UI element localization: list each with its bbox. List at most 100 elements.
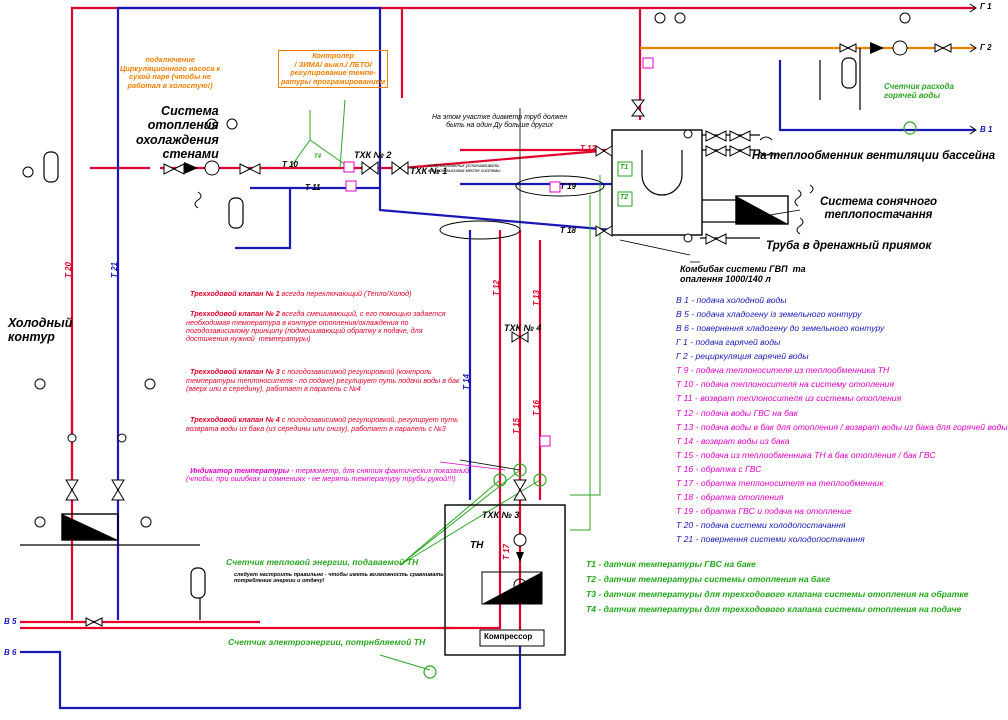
pipe-label-t17: Т 17 bbox=[502, 543, 511, 560]
controller-note: Контролер / ЗИМА/ выкл./ ЛЕТО/ регулиров… bbox=[278, 50, 389, 89]
pipe-label-b1: В 1 bbox=[980, 125, 993, 134]
legend-line: В 6 - повернення хладогену до земельного… bbox=[676, 323, 885, 334]
legend-line: Т 20 - подача системи холодопостачання bbox=[676, 520, 846, 530]
check-valve-icon bbox=[870, 42, 884, 54]
ventilation-hx-title: На теплообменник вентиляции бассейна bbox=[752, 150, 996, 162]
legend-line: Т 15 - подача из теплообменника ТН в бак… bbox=[676, 449, 936, 460]
pipe-label-t12v: Т 12 bbox=[492, 279, 501, 296]
valve-label-txk1: ТХК № 1 bbox=[410, 166, 448, 176]
air-vent-note: воздухоотводчик устанавливать в самом вы… bbox=[428, 163, 501, 174]
indicator-text: - термометр, для снятия фактических пока… bbox=[186, 465, 470, 484]
heating-system-title: Система отопления охолаждения стенами bbox=[136, 104, 219, 162]
valve-label-txk2: ТХК № 2 bbox=[354, 150, 392, 160]
compressor-label: Компрессор bbox=[484, 632, 533, 641]
cold-circuit-title: Холодный контур bbox=[8, 316, 73, 345]
pipe-label-t10: Т 10 bbox=[282, 160, 299, 169]
pipe-label-t21: Т 21 bbox=[110, 261, 119, 278]
legend-line: Г 2 - рециркуляция гарячей воды bbox=[676, 351, 809, 362]
valve-note-title: Трехходовой клапан № 3 bbox=[190, 367, 280, 377]
thermal-meter-note: следует настроить правильно - чтобы имет… bbox=[234, 572, 444, 585]
legend-line: Т 12 - подача воды ГВС на бак bbox=[676, 407, 798, 418]
pipe-legend: В 1 - подача холодной воды В 5 - подача х… bbox=[676, 295, 1008, 549]
valve-label-txk3: ТХК № 3 bbox=[482, 510, 520, 520]
valve-note-text: всегда переключающий (Тепло/Холод) bbox=[279, 289, 412, 299]
legend-line: Т 16 - обратка с ГВС bbox=[676, 463, 762, 474]
cold-circuit-exchanger bbox=[61, 513, 119, 541]
pipe-label-t14: Т 14 bbox=[462, 373, 471, 390]
sensor-label-t1: Т1 bbox=[620, 164, 629, 171]
pipe-label-t18: Т 18 bbox=[560, 226, 577, 235]
solar-exchanger bbox=[735, 195, 789, 225]
indicator-title: Индикатор температуры bbox=[190, 465, 290, 475]
valve-note-text: всегда смешивающий, с его помощью задает… bbox=[186, 309, 446, 344]
expansion-tanks bbox=[43, 57, 857, 599]
legend-line: Т 9 - подача теплоносителя из теплообмен… bbox=[676, 365, 890, 376]
pipe-label-b5: В 5 bbox=[4, 617, 17, 626]
sensor-legend-line: Т2 - датчик температуры системы отоплени… bbox=[586, 573, 831, 584]
drain-pipe-title: Труба в дренажный приямок bbox=[766, 240, 932, 252]
pump-arrow-icon bbox=[184, 162, 198, 174]
pipe-label-g1: Г 1 bbox=[980, 2, 992, 11]
combi-tank-title: Комбибак системи ГВП та опалення 1000/14… bbox=[680, 264, 806, 285]
valve-note-2: Трехходовой клапан № 2 всегда смешивающи… bbox=[186, 302, 446, 343]
pipe-label-b6: В 6 bbox=[4, 648, 17, 657]
valve-note-title: Трехходовой клапан № 4 bbox=[190, 415, 280, 425]
thermometers bbox=[67, 129, 693, 443]
heat-pump-title: ТН bbox=[470, 540, 484, 551]
legend-line: Т 14 - возврат воды из бака bbox=[676, 435, 790, 446]
heat-pump-unit bbox=[444, 504, 566, 656]
hot-water-meter-label: Счетчик расхода горячей воды bbox=[884, 82, 954, 101]
pipe-label-t4: Т4 bbox=[314, 154, 322, 160]
valve-label-txk4: ТХК № 4 bbox=[504, 323, 542, 333]
valve-note-4: Трехходовой клапан № 4 с погодозависимой… bbox=[186, 408, 458, 433]
legend-line: Т 19 - обратка ГВС и подача на отопление bbox=[676, 505, 852, 516]
pipe-label-t16: Т 16 bbox=[532, 399, 541, 416]
electric-meter-label: Счетчик электроэнергии, потрнбляемой ТН bbox=[228, 637, 426, 647]
pipe-label-t13v: Т 13 bbox=[532, 289, 541, 306]
annotation-leaders bbox=[459, 108, 801, 471]
legend-line: Т 18 - обратка отопления bbox=[676, 491, 784, 502]
check-valve-icon bbox=[516, 552, 524, 562]
legend-line: Т 21 - повернення системи холодопостачан… bbox=[676, 534, 865, 545]
solar-system-title: Система сонячного теплопостачання bbox=[820, 196, 937, 222]
pumps bbox=[204, 40, 908, 547]
valve-note-1: Трехходовой клапан № 1 всегда переключаю… bbox=[186, 282, 412, 299]
return-pipes bbox=[20, 6, 975, 710]
indicator-leader bbox=[439, 461, 506, 471]
combi-tank bbox=[611, 129, 703, 236]
sensor-lines bbox=[289, 99, 601, 671]
pipe-label-t15: Т 15 bbox=[512, 417, 521, 434]
valve-note-title: Трехходовой клапан № 1 bbox=[190, 289, 280, 299]
thermal-meter-label: Счетчик тепловой энергии, подаваемой ТН bbox=[226, 557, 419, 567]
legend-line: Т 11 - возврат теплоносителя из системы … bbox=[676, 393, 902, 404]
legend-line: В 1 - подача холодной воды bbox=[676, 295, 787, 305]
temperature-indicators bbox=[343, 57, 654, 447]
valve-note-text: с погодозависимой регулировкой, регулиру… bbox=[186, 415, 459, 433]
sensor-legend: Т1 - датчик температуры ГВС на баке Т2 - … bbox=[586, 559, 969, 620]
pipe-label-t12: Т 12 bbox=[580, 144, 597, 153]
pipe-label-t19: Т 19 bbox=[560, 182, 577, 191]
sensor-legend-line: Т1 - датчик температуры ГВС на баке bbox=[586, 559, 756, 569]
valve-note-3: Трехходовой клапан № 3 с погодозависимой… bbox=[186, 360, 459, 393]
diameter-note: На этом участке диаметр труб должен быть… bbox=[432, 114, 568, 130]
sensor-legend-line: Т4 - датчик температуры для трехходового… bbox=[586, 603, 962, 614]
legend-line: В 5 - подача хладогену із земельного кон… bbox=[676, 309, 862, 320]
legend-line: Г 1 - подача гарячей воды bbox=[676, 337, 781, 348]
indicator-note: Индикатор температуры - термометр, для с… bbox=[186, 458, 469, 484]
legend-line: Т 10 - подача теплоносителя на систему о… bbox=[676, 379, 894, 390]
valves bbox=[65, 43, 952, 627]
pump-note: подключение Циркуляционного насоса к сух… bbox=[120, 55, 221, 90]
pipe-label-t20: Т 20 bbox=[64, 261, 73, 278]
sensor-label-t2: Т2 bbox=[620, 194, 629, 201]
valve-note-text: с погодозависимой регулировкой (контроль… bbox=[186, 367, 460, 393]
valve-note-title: Трехходовой клапан № 2 bbox=[190, 309, 280, 319]
diameter-zone bbox=[439, 175, 605, 240]
pipe-label-t11: Т 11 bbox=[305, 183, 321, 192]
sensor-legend-line: Т3 - датчик температуры для трехходового… bbox=[586, 588, 969, 599]
gauges bbox=[22, 12, 911, 528]
pipe-label-g2: Г 2 bbox=[980, 43, 992, 52]
legend-line: Т 17 - обратка теплоносителя на теплообм… bbox=[676, 477, 884, 488]
drain-flanges bbox=[194, 3, 977, 235]
heat-meters bbox=[423, 121, 917, 679]
